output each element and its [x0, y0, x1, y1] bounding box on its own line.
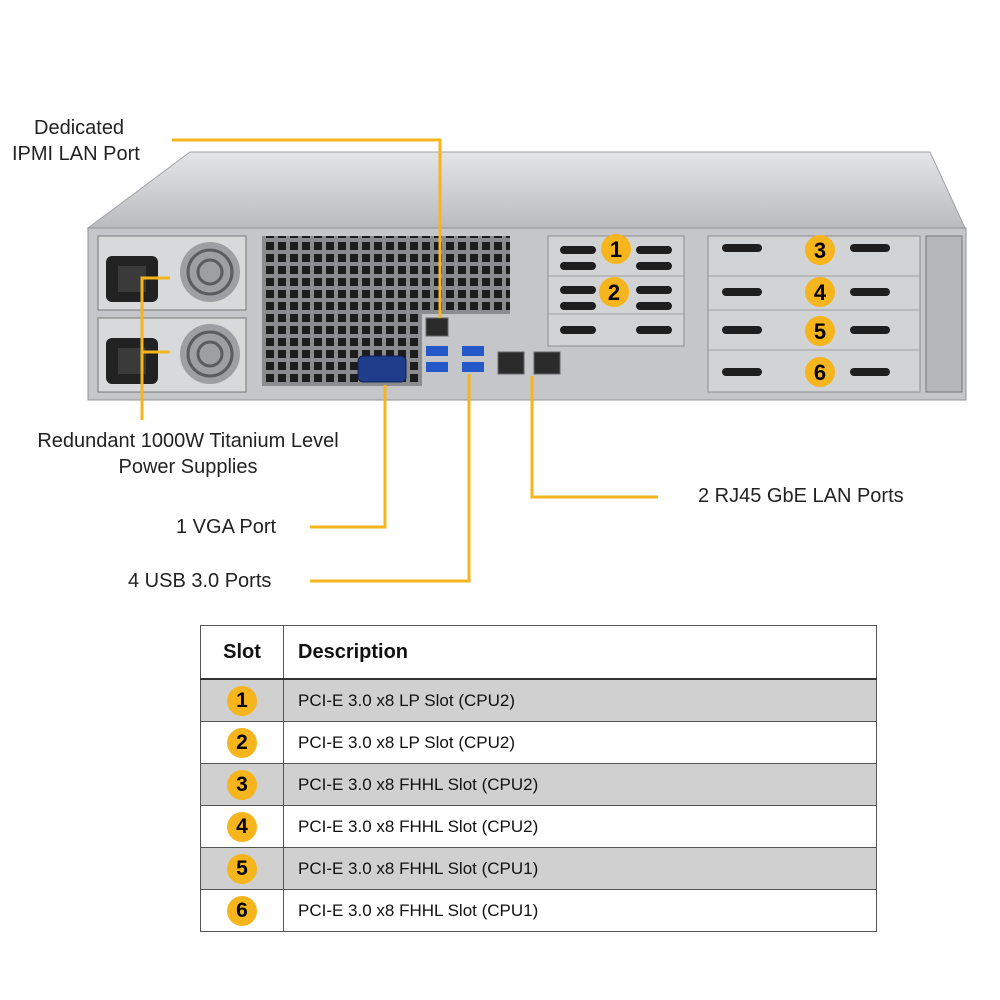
slot-badge-5: 5 [805, 316, 835, 346]
table-row: 2 PCI-E 3.0 x8 LP Slot (CPU2) [200, 721, 877, 764]
slot-badge-6: 6 [805, 357, 835, 387]
slot-column-header: Slot [200, 625, 284, 680]
slot-badge: 6 [227, 895, 257, 926]
slot-badge-2: 2 [599, 277, 629, 307]
power-supply-1 [97, 235, 247, 311]
slot-table-header: Slot Description [200, 625, 877, 680]
callout-line-psu [140, 276, 170, 420]
slot-badge-1: 1 [601, 234, 631, 264]
callout-line-vga [310, 385, 387, 529]
ipmi-label-2: IPMI LAN Port [12, 141, 140, 167]
slot-badge: 5 [227, 853, 257, 884]
lan-label: 2 RJ45 GbE LAN Ports [698, 485, 904, 507]
callout-line-lan [530, 376, 658, 499]
chassis-top [86, 151, 966, 229]
table-row: 4 PCI-E 3.0 x8 FHHL Slot (CPU2) [200, 805, 877, 848]
slot-description: PCI-E 3.0 x8 FHHL Slot (CPU1) [283, 847, 877, 890]
usb-label: 4 USB 3.0 Ports [128, 570, 272, 592]
lan-port-2 [533, 351, 561, 375]
slot-badge: 1 [227, 685, 257, 716]
vga-label: 1 VGA Port [176, 516, 277, 538]
power-supply-2 [97, 317, 247, 393]
psu-label-line2: Power Supplies [118, 456, 258, 478]
ipmi-label-line2: IPMI LAN Port [12, 143, 140, 165]
svg-text:3: 3 [814, 238, 826, 263]
slot-description: PCI-E 3.0 x8 LP Slot (CPU2) [283, 678, 877, 722]
svg-text:2: 2 [608, 280, 620, 305]
slot-description: PCI-E 3.0 x8 LP Slot (CPU2) [283, 721, 877, 764]
table-row: 6 PCI-E 3.0 x8 FHHL Slot (CPU1) [200, 889, 877, 932]
table-row: 5 PCI-E 3.0 x8 FHHL Slot (CPU1) [200, 847, 877, 890]
callout-line-usb [310, 374, 471, 583]
table-row: 3 PCI-E 3.0 x8 FHHL Slot (CPU2) [200, 763, 877, 806]
slot-badge-3: 3 [805, 235, 835, 265]
table-row: 1 PCI-E 3.0 x8 LP Slot (CPU2) [200, 678, 877, 722]
description-column-header: Description [283, 625, 877, 680]
chassis-handle [925, 235, 963, 393]
svg-text:5: 5 [814, 319, 826, 344]
ventilation-grid-small [422, 236, 510, 314]
server-rear-view: 1 2 3 4 5 6 [86, 138, 967, 583]
callout-line-ipmi [172, 138, 442, 318]
ipmi-label: Dedicated [34, 115, 124, 141]
svg-text:4: 4 [814, 280, 827, 305]
usb-ports [426, 346, 484, 372]
psu-label-line1: Redundant 1000W Titanium Level [37, 430, 339, 452]
slot-badge-4: 4 [805, 277, 835, 307]
svg-text:6: 6 [814, 360, 826, 385]
slot-badge: 3 [227, 769, 257, 800]
ipmi-label-line1: Dedicated [34, 117, 125, 139]
svg-text:1: 1 [610, 237, 622, 262]
slot-description: PCI-E 3.0 x8 FHHL Slot (CPU1) [283, 889, 877, 932]
psu-label: Redundant 1000W Titanium Level Power Sup… [18, 428, 358, 480]
slot-description: PCI-E 3.0 x8 FHHL Slot (CPU2) [283, 763, 877, 806]
vga-port [357, 355, 407, 383]
slot-badge: 2 [227, 727, 257, 758]
lan-port-1 [497, 351, 525, 375]
slot-description: PCI-E 3.0 x8 FHHL Slot (CPU2) [283, 805, 877, 848]
slot-badge: 4 [227, 811, 257, 842]
slot-table: Slot Description 1 PCI-E 3.0 x8 LP Slot … [200, 625, 877, 932]
ipmi-lan-port [425, 317, 449, 337]
